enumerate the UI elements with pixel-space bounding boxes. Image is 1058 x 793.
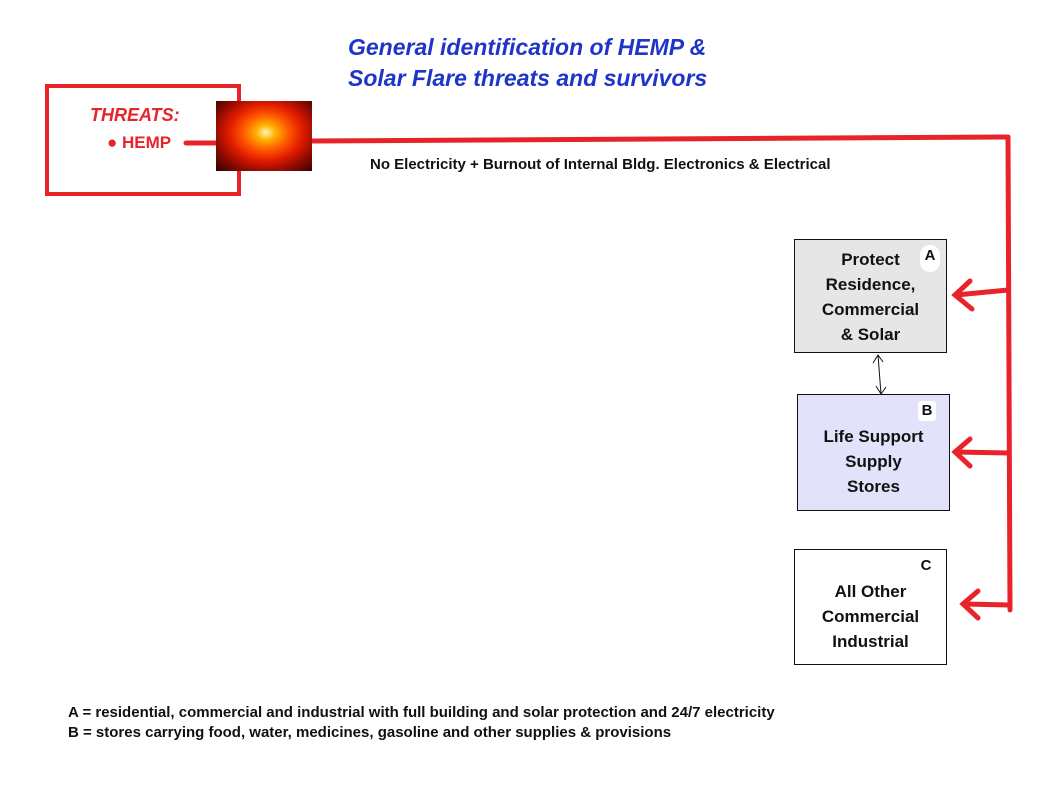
page-title: General identification of HEMP & Solar F… — [348, 32, 868, 94]
legend-b: B = stores carrying food, water, medicin… — [68, 724, 672, 741]
a-b-double-arrow — [872, 354, 887, 395]
branch-line-b — [953, 449, 1012, 456]
explosion-icon — [216, 101, 312, 171]
arrowhead-a — [951, 278, 975, 312]
effect-label: No Electricity + Burnout of Internal Bld… — [370, 156, 831, 173]
title-line-2: Solar Flare threats and survivors — [348, 65, 708, 91]
box-b-tag: B — [918, 401, 936, 421]
legend: A = residential, commercial and industri… — [68, 703, 775, 743]
title-line-1: General identification of HEMP & — [348, 34, 707, 60]
arrowhead-b — [951, 436, 973, 469]
box-a-tag: A — [920, 245, 940, 272]
threats-label: THREATS: — [90, 105, 180, 125]
branch-line-c — [961, 601, 1013, 608]
legend-a: A = residential, commercial and industri… — [68, 704, 775, 721]
threat-item-hemp: ● HEMP — [107, 133, 172, 152]
bus-vertical-line — [1005, 134, 1013, 613]
box-c-tag: C — [920, 557, 932, 574]
arrowhead-c — [959, 588, 981, 621]
branch-line-a — [953, 287, 1011, 298]
box-c-other-commercial: All Other Commercial Industrial — [794, 549, 947, 665]
threat-to-bus-line — [183, 134, 1011, 146]
